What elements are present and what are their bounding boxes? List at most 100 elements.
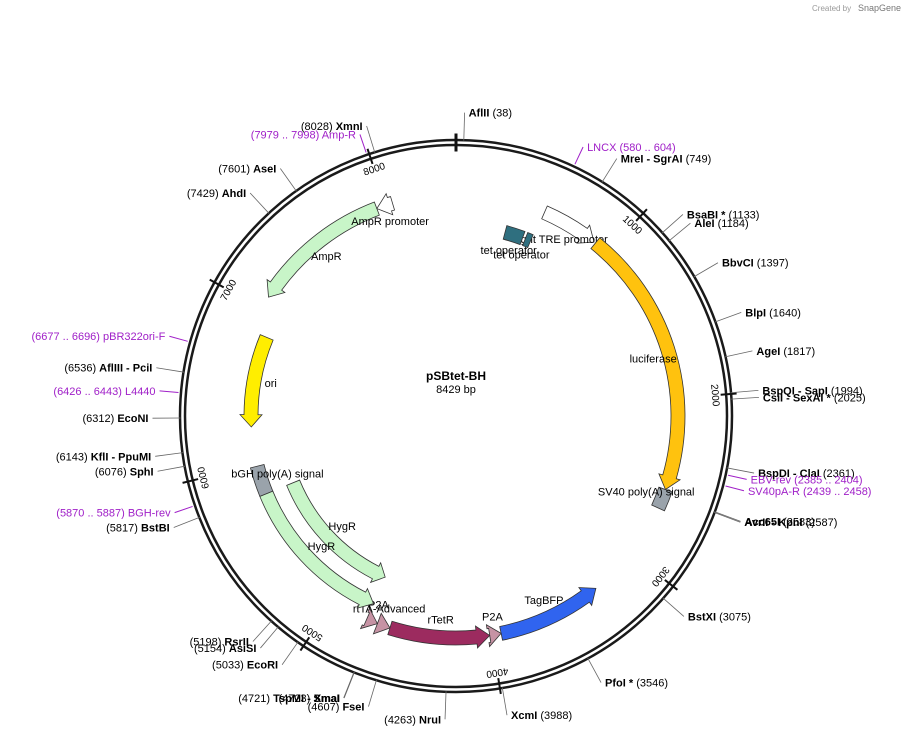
- site-label: MreI - SgrAI (749): [621, 154, 711, 166]
- feature-label: ori: [265, 378, 277, 390]
- feature-label: SV40 poly(A) signal: [598, 486, 695, 498]
- feature-arrow: [485, 624, 502, 648]
- feature-label: TagBFP: [524, 595, 563, 607]
- site-line: [281, 641, 299, 665]
- site-line: [693, 262, 719, 278]
- site-line: [156, 367, 185, 373]
- site-line: [249, 192, 270, 214]
- tick-label: 8000: [362, 161, 387, 179]
- tick-mark: [635, 208, 648, 222]
- tick-mark: [182, 478, 199, 484]
- feature-arrow: [372, 612, 391, 635]
- site-label: BsaBI * (1133): [687, 209, 760, 221]
- feature-label: P2A: [482, 612, 503, 624]
- backbone-outer: [178, 138, 734, 694]
- tick-label: 4000: [485, 665, 509, 679]
- site-line: [501, 687, 508, 716]
- feature-arrow: [249, 463, 274, 497]
- site-line: [668, 222, 691, 242]
- primer-label: (6426 .. 6443) L4440: [53, 386, 155, 398]
- site-label: (8028) XmnI: [301, 121, 363, 133]
- site-label: BlpI (1640): [745, 307, 801, 319]
- feature-arrow: [499, 587, 597, 641]
- site-label: (6076) SphI: [95, 466, 154, 478]
- site-line: [155, 452, 183, 457]
- site-line: [173, 516, 200, 528]
- primer-line: [159, 390, 179, 394]
- feature-arrow: [522, 232, 534, 249]
- site-label: BstXI (3075): [688, 611, 751, 623]
- site-label: (6143) KflI - PpuMI: [56, 451, 151, 463]
- site-label: Acc65I (2583): [745, 516, 815, 528]
- feature-label: luciferase: [630, 354, 677, 366]
- feature-arrow: [387, 620, 491, 649]
- tick-mark: [299, 636, 311, 652]
- feature-label: AmpR promoter: [351, 216, 429, 228]
- site-label: BspDI - ClaI (2361): [758, 468, 855, 480]
- site-label: AgeI (1817): [756, 346, 815, 358]
- feature-arrow: [239, 334, 274, 428]
- site-label: (4607) FseI: [308, 702, 365, 714]
- primer-line: [174, 505, 193, 514]
- site-line: [662, 597, 685, 617]
- primer-label: SV40pA-R (2439 .. 2458): [748, 486, 872, 498]
- tick-mark: [664, 579, 679, 591]
- feature-label: bGH poly(A) signal: [231, 469, 323, 481]
- site-label: BbvCI (1397): [722, 258, 789, 270]
- site-label: (5817) BstBI: [106, 523, 170, 535]
- feature-label: rTetR: [428, 614, 454, 626]
- site-line: [661, 214, 684, 234]
- feature-arrow: [502, 225, 526, 246]
- site-line: [260, 626, 279, 649]
- primer-line: [359, 134, 367, 153]
- site-label: CsiI - SexAI * (2025): [763, 392, 866, 404]
- feature-label: tet operator: [493, 250, 550, 262]
- primer-label: EBV-rev (2385 .. 2404): [751, 474, 863, 486]
- primer-label: (6677 .. 6696) pBR322ori-F: [31, 331, 165, 343]
- site-label: (4721) TspMI - XmaI: [238, 693, 340, 705]
- site-label: (5033) EcoRI: [212, 660, 278, 672]
- tick-label: 2000: [708, 384, 721, 407]
- primer-label: LNCX (580 .. 604): [587, 142, 676, 154]
- restriction-sites: AflII (38) MreI - SgrAI (749) BsaBI * (113…: [56, 108, 866, 727]
- site-label: (6536) AflIII - PciI: [64, 363, 152, 375]
- site-label: BspQI - SapI (1994): [762, 385, 862, 397]
- primer-line: [725, 485, 745, 492]
- site-label: (6312) EcoNI: [82, 413, 148, 425]
- site-label: (5198) RsrII: [190, 637, 249, 649]
- site-line: [444, 691, 447, 720]
- credit-prefix: Created by: [812, 4, 851, 13]
- tick-label: 6000: [196, 465, 212, 490]
- site-label: (4723) SmaI: [279, 693, 340, 705]
- site-line: [463, 112, 465, 141]
- site-line: [368, 679, 377, 707]
- site-line: [343, 671, 355, 699]
- plasmid-name: pSBtet-BH: [426, 369, 486, 383]
- tick-mark: [497, 677, 502, 695]
- site-line: [366, 125, 376, 153]
- site-label: (4263) NruI: [384, 714, 441, 726]
- feature-arrow: [651, 486, 673, 512]
- site-line: [252, 620, 272, 642]
- tick-mark: [720, 392, 737, 396]
- tick-mark: [366, 148, 374, 165]
- tick-mark: [209, 278, 225, 289]
- feature-arrow: [286, 479, 386, 584]
- site-line: [343, 671, 355, 699]
- feature-label: HygR: [328, 521, 356, 533]
- site-line: [587, 657, 602, 683]
- feature-arrow: [359, 607, 378, 630]
- site-label: AleI (1184): [694, 218, 748, 230]
- site-line: [714, 511, 741, 522]
- feature-label: tight TRE promoter: [515, 234, 608, 246]
- site-label: (7429) AhdI: [187, 188, 246, 200]
- site-line: [726, 467, 755, 474]
- site-label: AflII (38): [469, 108, 512, 120]
- site-line: [157, 465, 186, 472]
- feature-arrow: [376, 192, 396, 216]
- site-label: AvrII - KpnI (2587): [744, 517, 837, 529]
- primer-line: [574, 146, 584, 165]
